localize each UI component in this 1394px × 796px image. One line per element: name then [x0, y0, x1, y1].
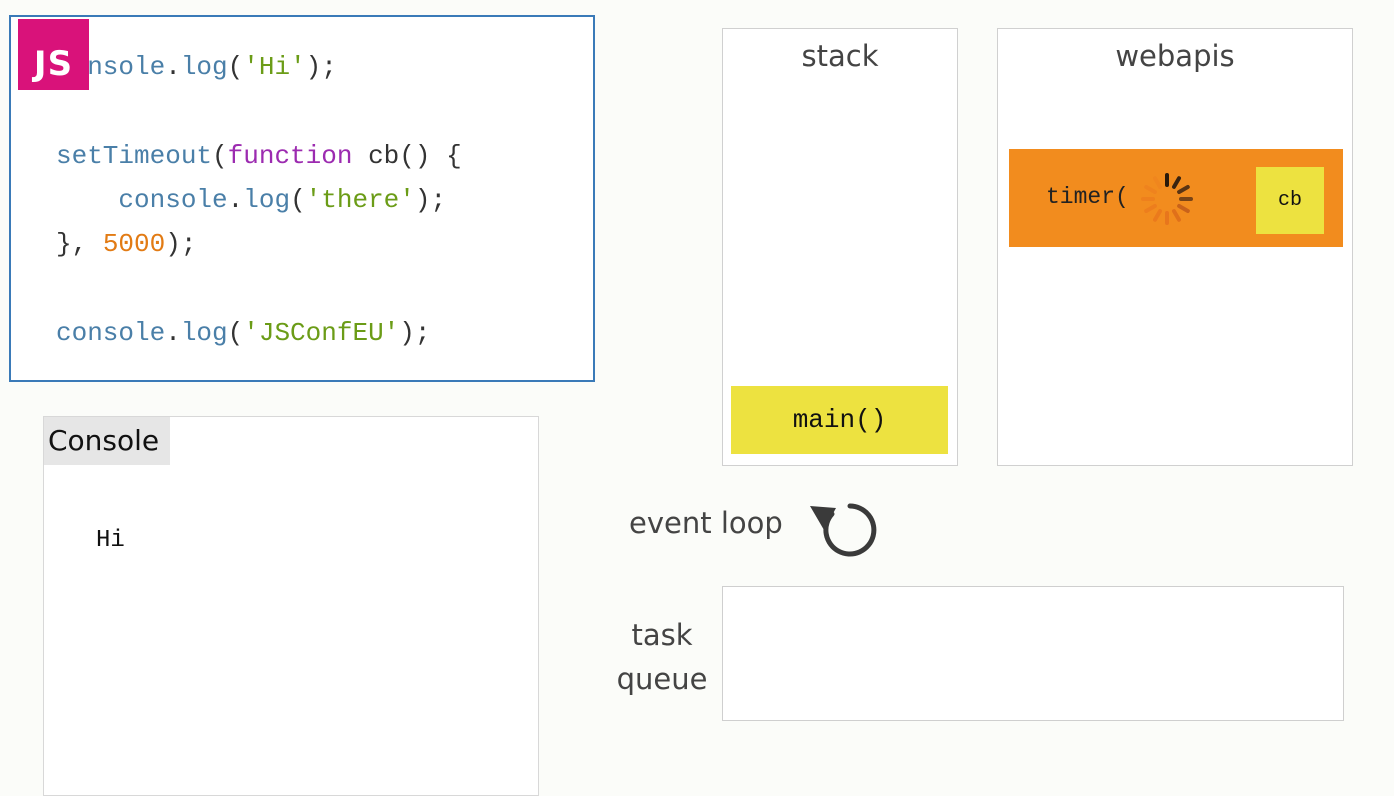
code-token: console — [118, 185, 228, 215]
code-token: log — [180, 52, 228, 82]
code-token: }, — [56, 229, 103, 259]
code-token: setTimeout — [56, 141, 213, 171]
code-token: ( — [227, 318, 244, 348]
code-line-5: console.log('JSConfEU'); — [56, 318, 431, 348]
code-token: ); — [305, 52, 337, 82]
code-token: ( — [290, 185, 306, 215]
webapis-panel: webapis timer( cb — [997, 28, 1353, 466]
code-editor: JS console.log('Hi'); setTimeout(functio… — [9, 15, 595, 382]
code-token: . — [165, 318, 181, 348]
loading-spinner-icon — [1141, 173, 1193, 225]
webapis-title: webapis — [1115, 39, 1235, 73]
task-queue-panel — [722, 586, 1344, 721]
circular-arrow-icon — [810, 503, 877, 557]
code-token: log — [243, 185, 291, 215]
code-token: 5000 — [102, 229, 166, 259]
code-line-1: console.log('Hi'); — [56, 52, 337, 82]
code-line-3: console.log('there'); — [56, 185, 446, 215]
code-token — [56, 185, 118, 215]
code-token: ); — [165, 229, 197, 259]
event-loop-label: event loop — [629, 506, 783, 540]
console-panel: Console Hi — [43, 416, 539, 796]
code-token: cb() { — [352, 141, 462, 171]
timer-label: timer( — [1046, 184, 1129, 210]
code-token: function — [227, 141, 353, 171]
code-token: ( — [227, 52, 244, 82]
task-queue-label-line: queue — [616, 662, 708, 696]
console-title: Console — [44, 417, 170, 465]
code-line-2: setTimeout(function cb() { — [56, 141, 462, 171]
code-token: console — [56, 318, 166, 348]
stack-frame: main() — [731, 386, 948, 454]
code-token: ( — [212, 141, 228, 171]
task-queue-label: task queue — [610, 613, 714, 701]
stack-panel: stack main() — [722, 28, 958, 466]
code-token: ); — [414, 185, 447, 215]
console-output-line: Hi — [96, 527, 125, 554]
timer-callback: cb — [1256, 167, 1324, 234]
code-token: 'there' — [305, 185, 415, 215]
code-token: 'Hi' — [243, 52, 306, 82]
code-token: . — [227, 185, 244, 215]
code-token: ); — [399, 318, 431, 348]
code-token: 'JSConfEU' — [243, 318, 400, 348]
code-token: . — [165, 52, 181, 82]
js-logo: JS — [18, 19, 89, 90]
code-line-4: }, 5000); — [56, 229, 196, 259]
stack-title: stack — [801, 39, 879, 73]
code-token: log — [180, 318, 228, 348]
timer-block: timer( cb — [1009, 149, 1343, 247]
task-queue-label-line: task — [631, 618, 693, 652]
